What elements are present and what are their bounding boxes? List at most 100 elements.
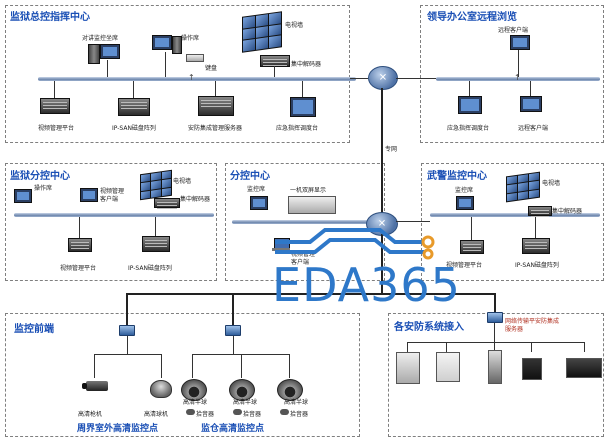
decoder-device <box>260 55 290 67</box>
hd-ball-1-label: 高清半球 <box>183 399 208 406</box>
armed-decoder-device <box>528 206 552 216</box>
link <box>232 293 234 327</box>
command-center-bus: ↑ <box>38 73 356 82</box>
armed-ipsan-label: IP-SAN磁盘阵列 <box>515 262 559 269</box>
link <box>192 354 193 378</box>
armed-police-bus <box>430 213 600 217</box>
leader-emergency-console-label: 应急指挥调度台 <box>447 125 490 132</box>
command-center-title: 监狱总控指挥中心 <box>10 12 90 23</box>
link <box>241 354 242 378</box>
access-switch-icon <box>487 312 503 323</box>
hd-ball-3-label: 高清半球 <box>284 399 309 406</box>
distribution-link <box>126 293 495 295</box>
link <box>518 50 519 77</box>
link <box>94 354 162 355</box>
video-wall <box>242 11 282 53</box>
integration-server-label: 安防集成管理服务器 <box>188 125 243 132</box>
link <box>133 81 134 98</box>
cell-points-label: 监仓高清监控点 <box>201 424 265 434</box>
link <box>289 354 290 378</box>
leader-remote-client-top-monitor <box>510 35 530 50</box>
branch-video-client-label-1: 视频管理 <box>100 188 125 195</box>
link <box>407 342 408 352</box>
core-router-icon: ✕ <box>368 66 398 90</box>
ipsan-label: IP-SAN磁盘阵列 <box>112 125 156 132</box>
audio-console-device <box>566 358 602 378</box>
link <box>469 81 470 96</box>
private-net-label: 专网 <box>385 146 398 153</box>
video-platform-device <box>40 98 70 114</box>
armed-video-wall-label: 电视墙 <box>542 180 561 187</box>
hd-gun-label: 高清枪机 <box>78 411 103 418</box>
leader-office-title: 领导办公室远程浏览 <box>427 12 517 23</box>
armed-decoder-label: 集中解码器 <box>552 208 583 215</box>
link <box>302 81 303 97</box>
broadcast-device <box>522 358 542 380</box>
emergency-console-device <box>290 97 316 117</box>
hd-ball-camera-2-icon <box>229 379 255 401</box>
frontend-switch-2-icon <box>225 325 241 336</box>
leader-emergency-console-device <box>458 96 482 114</box>
intercom-seat-label: 对讲监控坐席 <box>82 35 119 42</box>
operator-label: 操作席 <box>181 35 200 42</box>
link <box>494 293 496 313</box>
link <box>233 336 234 354</box>
link <box>494 342 495 352</box>
link <box>530 81 531 96</box>
link <box>396 221 430 222</box>
link <box>494 323 495 342</box>
video-platform-label: 视频管理平台 <box>38 125 75 132</box>
branch-video-wall-label: 电视墙 <box>173 178 192 185</box>
link <box>79 217 80 238</box>
sub-monitor-seat-label: 监控席 <box>247 186 266 193</box>
command-center-zone <box>5 5 350 143</box>
ipsan-device <box>118 98 150 116</box>
leader-office-zone <box>420 5 604 143</box>
branch-operator-monitor <box>14 189 32 203</box>
watermark-text: EDA365 <box>272 258 461 312</box>
armed-video-wall <box>506 171 540 203</box>
hd-ball-2-label: 高清半球 <box>233 399 258 406</box>
branch-video-client-label-2: 客户端 <box>100 196 119 203</box>
watermark-circuit-icon <box>275 228 435 260</box>
link <box>446 342 447 352</box>
security-access-title: 各安防系统接入 <box>394 322 464 333</box>
link <box>127 336 128 354</box>
keyboard-label: 键盘 <box>205 65 218 72</box>
link <box>274 66 275 77</box>
intercom-seat-device <box>88 44 100 64</box>
link <box>126 293 128 327</box>
hd-ball-camera-3-icon <box>277 379 303 401</box>
link <box>94 354 95 378</box>
branch-center-zone <box>5 163 217 281</box>
link <box>350 78 368 79</box>
branch-center-bus <box>14 213 214 217</box>
bus-arrow-icon: ↑ <box>188 73 195 82</box>
decoder-label: 集中解码器 <box>291 61 322 68</box>
operator-tower <box>172 36 182 54</box>
branch-video-platform-device <box>68 238 92 252</box>
keyboard-device <box>186 54 204 62</box>
armed-monitor-seat-device <box>456 196 474 210</box>
pickup-2-icon <box>233 409 242 415</box>
branch-center-title: 监狱分控中心 <box>10 171 70 182</box>
alarm-panel-device <box>396 352 420 384</box>
pickup-1-icon <box>186 409 195 415</box>
perimeter-points-label: 周界室外高清监控点 <box>77 424 159 434</box>
pickup-3-icon <box>280 409 289 415</box>
link <box>531 342 532 352</box>
branch-ipsan-device <box>142 236 170 252</box>
sub-center-bus <box>232 220 372 224</box>
branch-video-client-monitor <box>80 188 98 202</box>
leader-remote-client-top-label: 远程客户端 <box>498 27 529 34</box>
frontend-switch-1-icon <box>119 325 135 336</box>
armed-police-zone <box>421 163 604 281</box>
armed-video-platform-device <box>460 240 484 254</box>
leader-remote-client-label: 远程客户端 <box>518 125 549 132</box>
link <box>407 342 585 343</box>
bus-arrow-icon: ↑ <box>514 73 521 82</box>
sub-dual-display-label: 一机双屏显示 <box>290 187 327 194</box>
sub-monitor-seat-device <box>250 196 268 210</box>
handheld-terminal-device <box>488 350 502 384</box>
link <box>155 217 156 236</box>
